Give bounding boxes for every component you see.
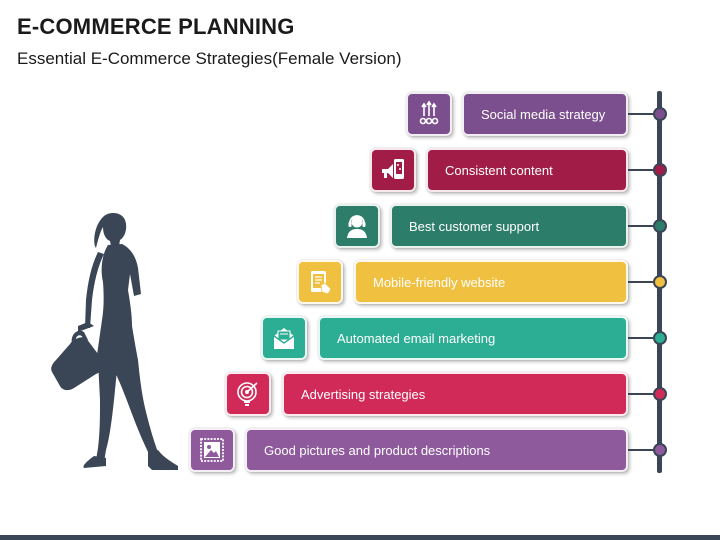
megaphone-phone-icon [382,159,404,179]
step-connector-4 [628,281,658,283]
page-subtitle: Essential E-Commerce Strategies(Female V… [17,49,402,68]
step-icon-box-6 [225,372,271,416]
tablet-touch-icon [311,271,332,295]
network-icon [419,100,439,125]
step-dot-1 [653,107,667,121]
step-connector-1 [628,113,658,115]
email-icon [273,328,295,349]
step-dot-5 [653,331,667,345]
support-agent-icon [347,215,367,238]
step-label-1: Social media strategy [481,106,606,122]
step-label-2: Consistent content [445,162,553,178]
step-box-5: Automated email marketing [318,316,628,360]
step-box-4: Mobile-friendly website [354,260,628,304]
picture-icon [200,438,224,462]
step-label-5: Automated email marketing [337,330,496,346]
step-label-4: Mobile-friendly website [373,274,506,290]
step-label-3: Best customer support [409,218,540,234]
step-connector-2 [628,169,658,171]
step-icon-box-1 [406,92,452,136]
step-box-3: Best customer support [390,204,628,248]
step-dot-7 [653,443,667,457]
step-box-1: Social media strategy [462,92,628,136]
step-connector-6 [628,393,658,395]
step-icon-box-2 [370,148,416,192]
step-box-2: Consistent content [426,148,628,192]
step-dot-3 [653,219,667,233]
step-box-6: Advertising strategies [282,372,628,416]
businesswoman-silhouette [51,212,178,470]
step-icon-box-3 [334,204,380,248]
step-label-7: Good pictures and product descriptions [264,442,491,458]
step-icon-box-5 [261,316,307,360]
step-connector-3 [628,225,658,227]
step-dot-6 [653,387,667,401]
step-icon-box-7 [189,428,235,472]
step-connector-5 [628,337,658,339]
step-box-7: Good pictures and product descriptions [245,428,628,472]
page-title: E-COMMERCE PLANNING [17,14,295,39]
step-dot-2 [653,163,667,177]
step-connector-7 [628,449,658,451]
step-icon-box-4 [297,260,343,304]
footer-bar [0,535,720,540]
step-dot-4 [653,275,667,289]
step-label-6: Advertising strategies [301,386,426,402]
target-bulb-icon [237,382,258,406]
